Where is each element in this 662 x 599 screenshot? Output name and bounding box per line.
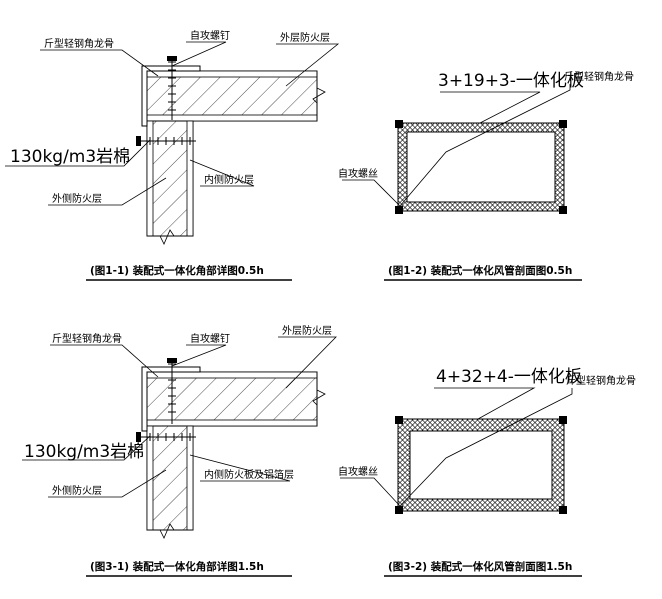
label-screw: 自攻螺丝 [338,167,378,180]
duct-section-1-2: 3+19+3-一体化板 斤型轻钢角龙骨 自攻螺丝 (图1-2) 装配式一体化风管… [338,70,634,281]
label-outer-layer: 外层防火层 [282,324,332,337]
break-line-bottom [147,229,193,245]
duct-section-3-2: 4+32+4-一体化板 斤型轻钢角龙骨 自攻螺丝 (图3-2) 装配式一体化风管… [338,367,636,577]
duct-inner [406,131,556,203]
label-outer-side: 外侧防火层 [52,192,102,205]
corner-detail-3-1: 斤型轻钢角龙骨 自攻螺钉 外层防火层 130kg/m3岩棉 外侧防火层 内侧防火… [22,324,337,577]
label-rock-wool: 130kg/m3岩棉 [24,442,144,462]
label-board: 4+32+4-一体化板 [436,367,582,387]
label-keel: 斤型轻钢角龙骨 [564,70,634,83]
screw-vertical [167,56,177,120]
angle-keel [141,366,201,432]
label-outer-side: 外侧防火层 [52,484,102,497]
caption: (图3-1) 装配式一体化角部详图1.5h [90,560,264,573]
label-inner-side: 内侧防火层 [204,173,254,186]
caption: (图1-1) 装配式一体化角部详图0.5h [90,264,264,277]
caption: (图3-2) 装配式一体化风管剖面图1.5h [388,560,572,573]
angle-keel [141,65,201,127]
horizontal-board [146,70,318,122]
label-screw: 自攻螺钉 [190,332,230,345]
label-screw: 自攻螺丝 [338,465,378,478]
break-line [312,71,326,121]
label-rock-wool: 130kg/m3岩棉 [10,147,130,167]
label-outer-layer: 外层防火层 [280,31,330,44]
label-inner-side: 内侧防火板及铝箔层 [204,468,294,481]
duct-inner [409,430,553,500]
label-board: 3+19+3-一体化板 [438,71,584,91]
break-line-bottom [147,523,193,539]
vertical-board [146,120,194,237]
break-line [312,372,326,426]
screw-vertical [167,358,177,424]
corner-detail-1-1: 斤型轻钢角龙骨 自攻螺钉 外层防火层 130kg/m3岩棉 外侧防火层 内侧防火… [5,29,340,281]
label-keel: 斤型轻钢角龙骨 [566,374,636,387]
label-keel: 斤型轻钢角龙骨 [44,37,114,50]
label-keel: 斤型轻钢角龙骨 [52,332,122,345]
label-screw: 自攻螺钉 [190,29,230,42]
caption: (图1-2) 装配式一体化风管剖面图0.5h [388,264,572,277]
vertical-board [146,425,194,531]
